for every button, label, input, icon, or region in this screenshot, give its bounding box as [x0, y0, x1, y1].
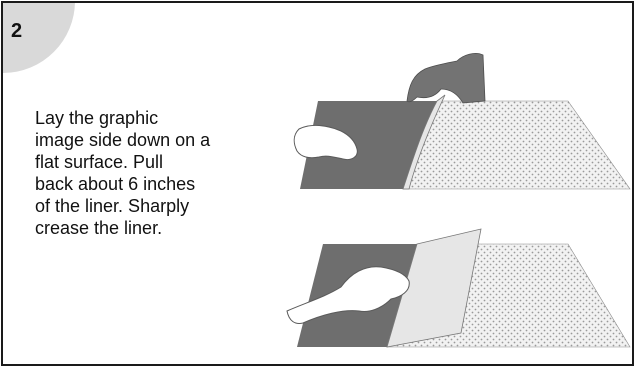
step-illustration: [285, 41, 634, 351]
graphic-surface: [403, 101, 630, 189]
step-instructions: Lay the graphic image side down on a fla…: [35, 107, 275, 239]
step-tab: 2: [1, 1, 75, 73]
top-figure-icon: [294, 53, 630, 189]
step-number: 2: [11, 20, 22, 43]
bottom-figure-icon: [287, 229, 630, 347]
top-hand-icon: [407, 53, 485, 103]
